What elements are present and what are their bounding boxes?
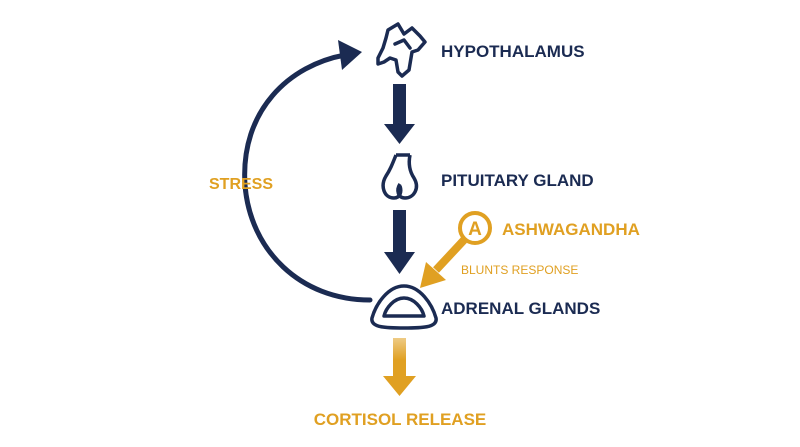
stress-arrowhead — [338, 40, 362, 70]
stress-loop-arrow — [242, 40, 373, 303]
stress-label: STRESS — [209, 176, 273, 193]
arrow-hypothalamus-to-pituitary — [384, 84, 415, 144]
ashwagandha-arrow — [420, 237, 467, 288]
ashwagandha-badge-letter: A — [468, 219, 482, 240]
adrenal-icon — [370, 284, 438, 330]
cortisol-arrow — [383, 338, 416, 396]
hypothalamus-icon — [376, 22, 427, 78]
blunts-response-label: BLUNTS RESPONSE — [461, 263, 578, 277]
pituitary-label: PITUITARY GLAND — [441, 171, 594, 190]
cortisol-release-label: CORTISOL RELEASE — [314, 410, 487, 429]
hypothalamus-label: HYPOTHALAMUS — [441, 42, 585, 61]
pituitary-icon — [381, 153, 419, 200]
arrow-pituitary-to-adrenal — [384, 210, 415, 274]
ashwagandha-badge-icon: A — [458, 211, 492, 245]
ashwagandha-label: ASHWAGANDHA — [502, 220, 640, 239]
adrenal-label: ADRENAL GLANDS — [441, 299, 600, 318]
